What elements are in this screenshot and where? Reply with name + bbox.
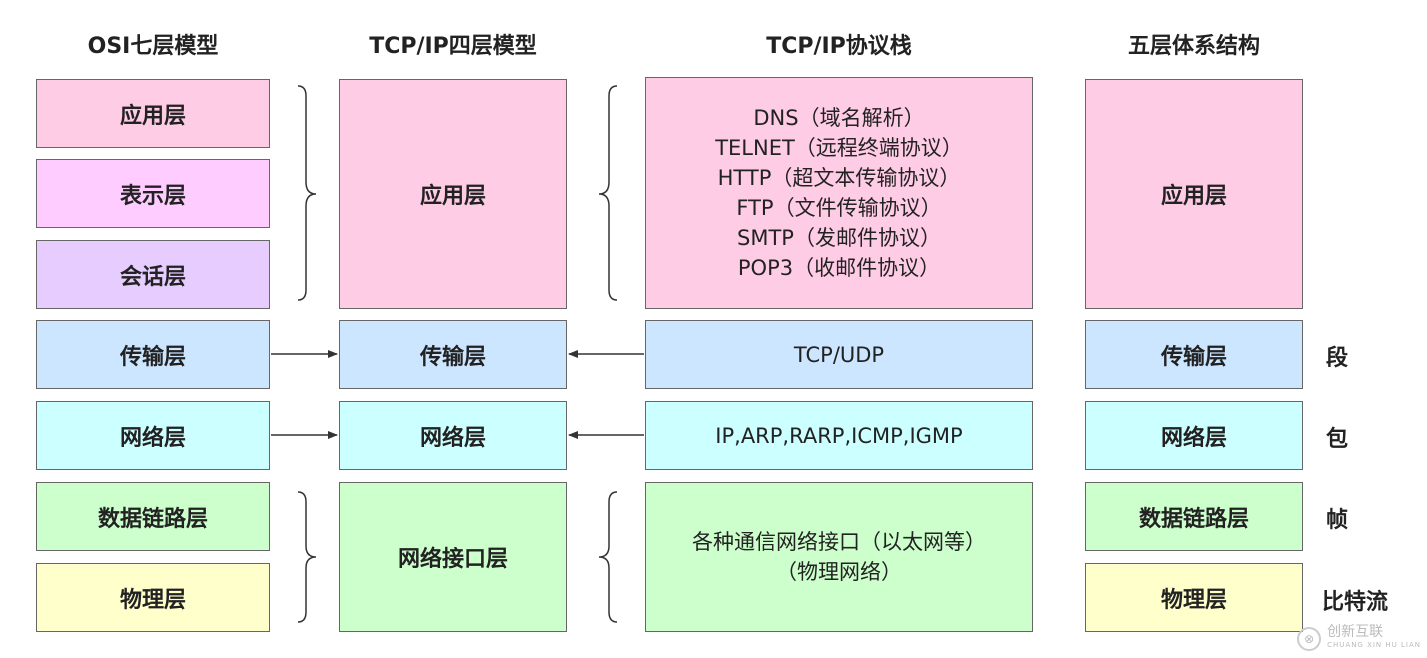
five-datalink-layer: 数据链路层 [1085,482,1303,551]
protocol-dns: DNS（域名解析） [753,106,925,130]
protocol-http: HTTP（超文本传输协议） [717,166,961,190]
brace-osi-lower [297,491,317,623]
protocol-ftp: FTP（文件传输协议） [736,196,942,220]
five-application-layer: 应用层 [1085,79,1303,309]
protocol-ip-group: IP,ARP,RARP,ICMP,IGMP [715,423,963,448]
tcpip-transport-layer: 传输层 [339,320,567,389]
tcpip4-title: TCP/IP四层模型 [369,34,537,59]
link-physical-network-text: （物理网络） [776,560,902,584]
brace-osi-upper [297,85,317,301]
brace-stack-lower [598,491,618,623]
brand-logo-icon: ⊗ [1297,627,1322,651]
tcpip-application-layer: 应用层 [339,79,567,309]
watermark-name: 创新互联 [1327,624,1384,640]
watermark: ⊗ 创新互联 CHUANG XIN HU LIAN [1297,624,1421,652]
five-title: 五层体系结构 [1127,34,1260,59]
osi-presentation-layer: 表示层 [36,159,270,228]
stack-application-protocols: DNS（域名解析） TELNET（远程终端协议） HTTP（超文本传输协议） F… [645,77,1033,309]
osi-network-layer: 网络层 [36,401,270,470]
tcpip-network-interface-layer: 网络接口层 [339,482,567,632]
stack-link-interfaces: 各种通信网络接口（以太网等） （物理网络） [645,482,1033,632]
tcpip-network-layer: 网络层 [339,401,567,470]
pdu-packet: 包 [1326,427,1349,452]
stack-transport-protocols: TCP/UDP [645,320,1033,389]
stack-network-protocols: IP,ARP,RARP,ICMP,IGMP [645,401,1033,470]
osi-application-layer: 应用层 [36,79,270,148]
pdu-segment: 段 [1326,346,1349,371]
five-physical-layer: 物理层 [1085,563,1303,632]
stack-title: TCP/IP协议栈 [766,34,912,59]
protocol-tcp-udp: TCP/UDP [793,342,885,367]
pdu-frame: 帧 [1326,508,1349,533]
five-network-layer: 网络层 [1085,401,1303,470]
brace-stack-upper [598,85,618,301]
five-transport-layer: 传输层 [1085,320,1303,389]
pdu-bitstream: 比特流 [1322,590,1389,615]
protocol-smtp: SMTP（发邮件协议） [737,226,941,250]
osi-datalink-layer: 数据链路层 [36,482,270,551]
protocol-telnet: TELNET（远程终端协议） [715,136,963,160]
link-interfaces-text: 各种通信网络接口（以太网等） [692,530,986,554]
osi-physical-layer: 物理层 [36,563,270,632]
watermark-sub: CHUANG XIN HU LIAN [1327,641,1421,649]
osi-title: OSI七层模型 [87,34,219,59]
protocol-pop3: POP3（收邮件协议） [737,256,941,280]
osi-session-layer: 会话层 [36,240,270,309]
osi-transport-layer: 传输层 [36,320,270,389]
